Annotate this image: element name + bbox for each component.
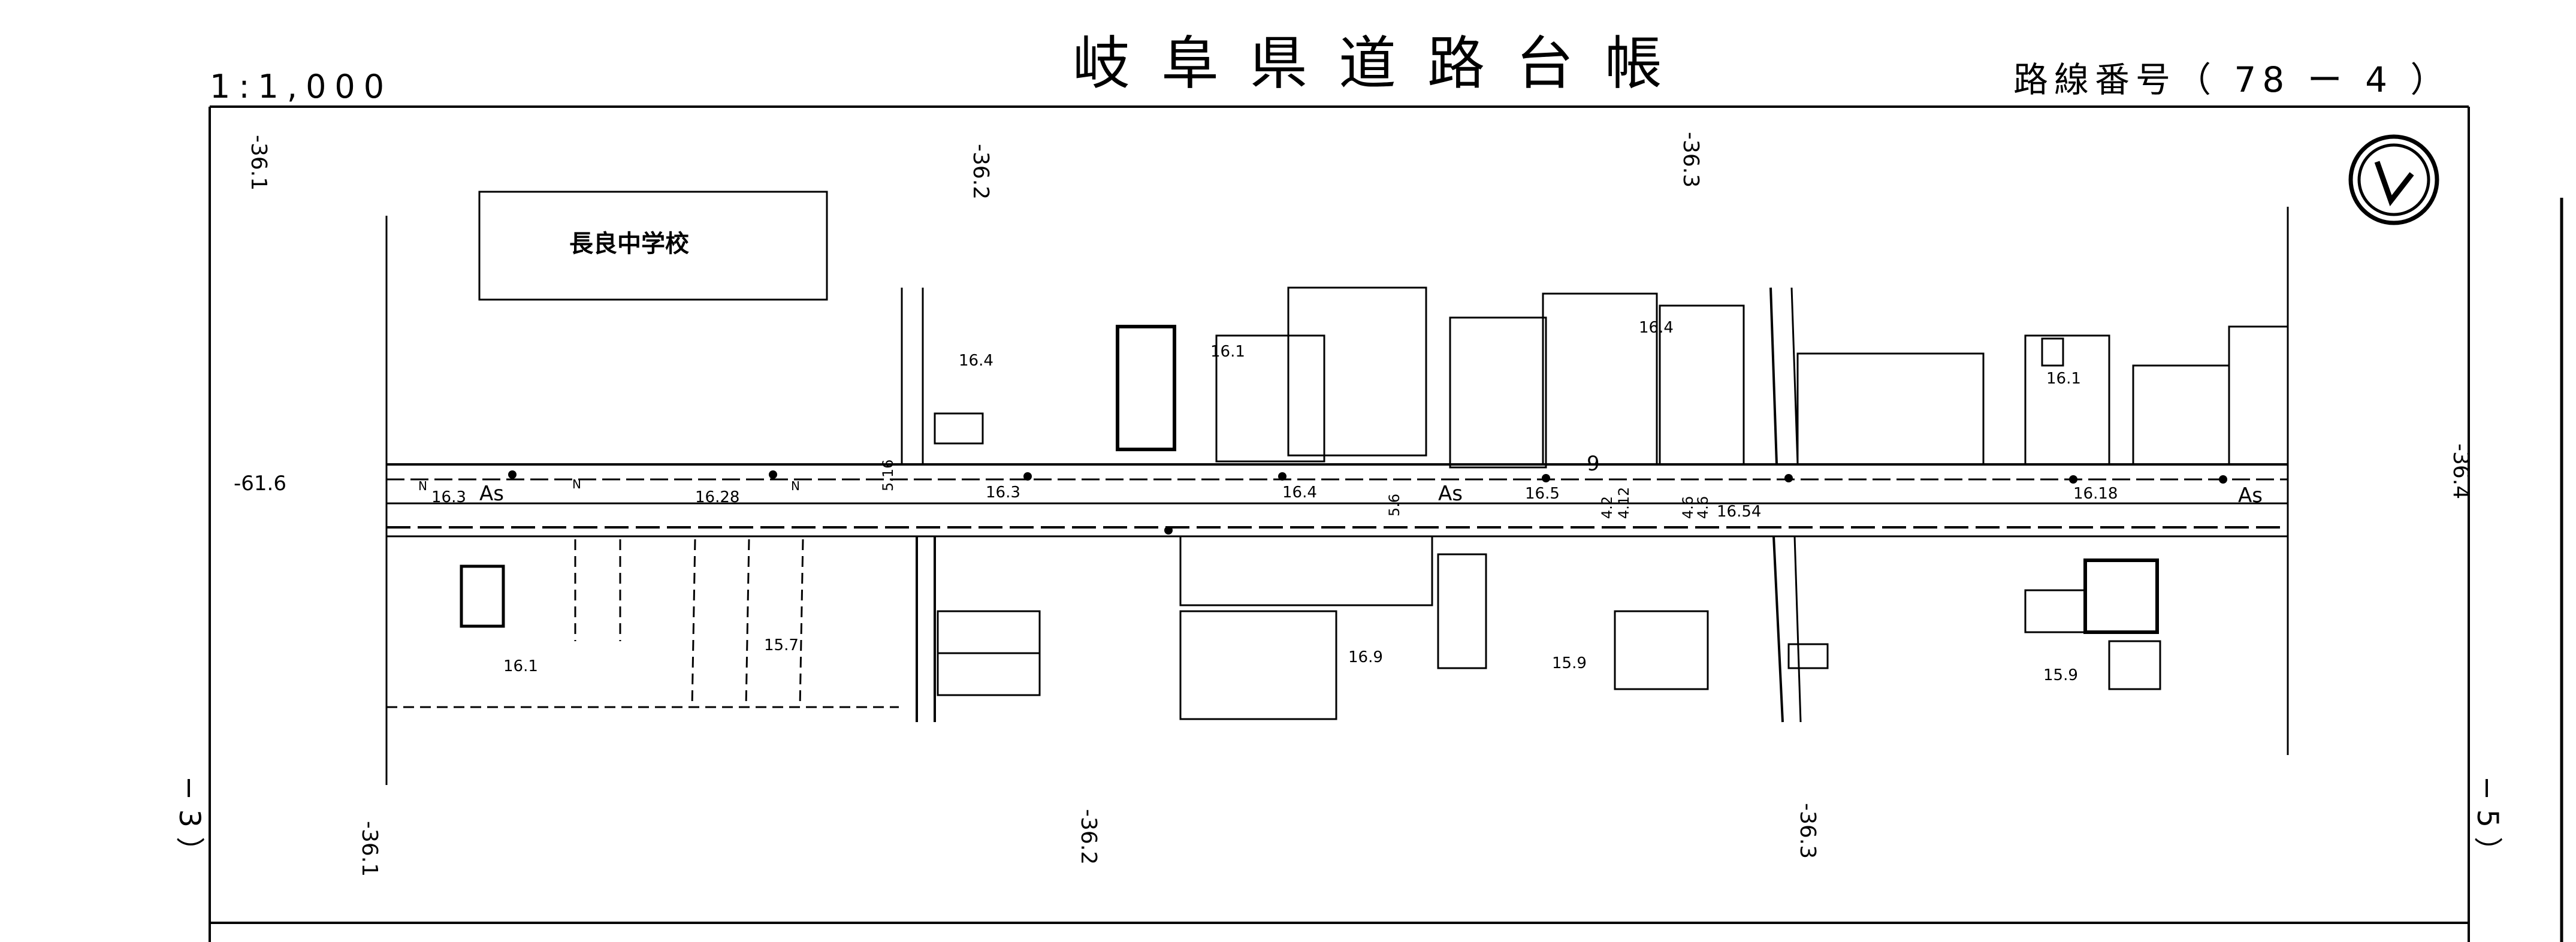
pole-marker (2219, 475, 2227, 484)
pole-marker (1278, 472, 1287, 481)
width-label: 4.2 (1599, 496, 1615, 519)
building (1542, 292, 1658, 466)
building (2024, 589, 2086, 633)
width-label: 4.6 (1695, 496, 1711, 519)
width-label: 4.6 (1680, 496, 1696, 519)
station-top-1: -36.1 (246, 135, 271, 191)
station-right: -36.4 (2448, 443, 2473, 499)
building (1116, 325, 1176, 451)
elevation-label: 16.3 (986, 484, 1020, 502)
pavement-label-3: As (2238, 484, 2263, 508)
lot-line (691, 539, 696, 708)
building (460, 564, 505, 628)
station-bottom-2: -36.2 (1076, 809, 1101, 865)
building (934, 412, 984, 445)
building (937, 610, 1041, 654)
pole-marker (508, 470, 517, 479)
elevation-label: 16.28 (695, 488, 739, 506)
building (937, 652, 1041, 696)
elevation-label: 16.9 (1348, 648, 1383, 666)
building (1437, 553, 1487, 669)
cross-street-4b (1793, 536, 1802, 723)
pole-marker (1784, 474, 1793, 482)
building (1787, 643, 1829, 669)
building (1659, 304, 1745, 466)
building (1614, 610, 1709, 690)
cross-street-3b (1790, 287, 1799, 465)
station-bottom-3: -36.3 (1795, 803, 1820, 859)
building (2228, 325, 2289, 466)
width-label: 4.12 (1615, 487, 1632, 519)
building (2108, 640, 2161, 690)
pole-marker (2069, 475, 2077, 484)
width-label: 5.6 (1386, 494, 1403, 517)
building (1796, 352, 1985, 466)
elevation-label: 16.18 (2073, 485, 2118, 503)
elevation-label: 16.4 (959, 352, 993, 370)
building (2024, 334, 2110, 466)
station-bottom-1: -36.1 (357, 821, 382, 877)
elevation-label: 16.5 (1525, 485, 1560, 503)
sheet-left-side: − 3 ） (173, 776, 206, 865)
north-mark: N (572, 477, 581, 491)
pole-marker (1023, 472, 1032, 481)
north-mark: N (418, 479, 427, 493)
elevation-label: 16.4 (1282, 484, 1317, 502)
station-top-2: -36.2 (968, 144, 993, 200)
lot-line (745, 539, 750, 708)
station-top-3: -36.3 (1678, 132, 1703, 188)
elevation-label: 15.9 (2043, 666, 2078, 684)
building (1179, 535, 1433, 606)
cross-street-3a (1769, 287, 1778, 465)
elevation-label: 16.3 (431, 488, 466, 506)
pavement-label-2: As (1438, 482, 1463, 506)
elevation-label: 16.4 (1639, 319, 1674, 337)
elevation-label: 16.1 (503, 657, 538, 675)
elevation-label: 15.7 (764, 636, 799, 654)
elevation-label: 16.54 (1717, 503, 1761, 521)
school-label: 長良中学校 (569, 230, 689, 258)
sheet-right-side: − 5 ） (2471, 776, 2504, 865)
page-title: 岐阜県道路台帳 (1073, 30, 1693, 97)
elevation-label: 16.1 (2046, 370, 2081, 388)
block-number: 9 (1587, 452, 1600, 476)
building (2041, 337, 2064, 367)
elevation-label: 15.9 (1552, 654, 1587, 672)
elevation-label: 16.1 (1210, 343, 1245, 361)
building (2132, 364, 2230, 466)
scale-label: 1:1,000 (210, 68, 393, 105)
building (1215, 334, 1325, 463)
pavement-label-1: As (479, 482, 504, 506)
pole-marker (1164, 526, 1173, 535)
cross-street-4a (1772, 536, 1784, 723)
building (1449, 316, 1547, 469)
building (1287, 286, 1427, 457)
width-label: 5.16 (880, 460, 896, 491)
pole-marker (1542, 474, 1550, 482)
offset-left: -61.6 (234, 472, 286, 496)
building (2083, 558, 2159, 634)
lot-line (799, 539, 804, 708)
pole-marker (769, 470, 777, 479)
building (1179, 610, 1337, 720)
school-building (478, 191, 828, 301)
north-arrow-icon (2348, 134, 2439, 225)
north-mark: N (791, 479, 800, 493)
route-number-label: 路線番号（ 78 ー 4 ） (2013, 59, 2451, 100)
